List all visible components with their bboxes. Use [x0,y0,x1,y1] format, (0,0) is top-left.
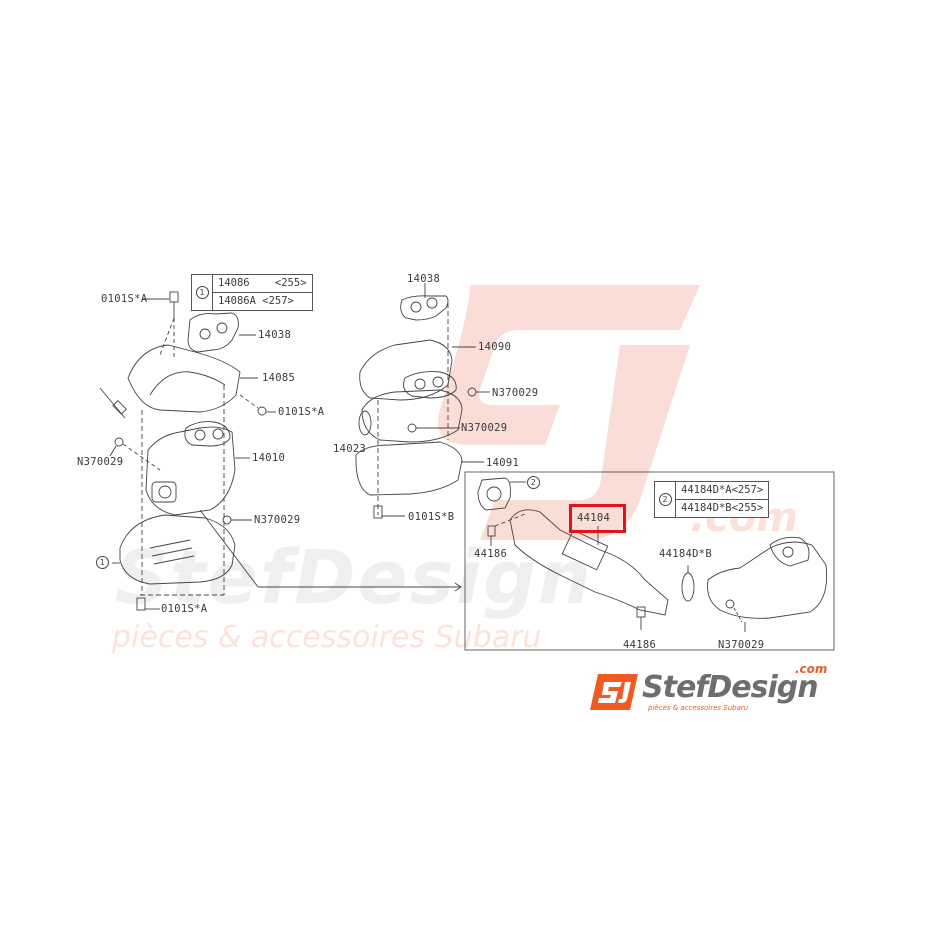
ref-circle-2: 2 [658,493,672,506]
logo-tagline: pièces & accessoires Subaru [648,704,749,712]
ref-table-1: 1 14086 <255> 14086A <257> [191,274,313,311]
ref-table-2: 2 44184D*A<257> 44184D*B<255> [654,481,770,518]
logo-domain: .com [795,662,828,676]
ref-row[interactable]: 44184D*B<255> [676,499,769,517]
label-nut-n370029-mid-lower[interactable]: N370029 [461,422,508,434]
label-gasket-14038-mid[interactable]: 14038 [407,273,441,285]
sj-badge-icon [590,674,638,710]
label-bolt-0101s-a-top[interactable]: 0101S*A [101,293,148,305]
label-ref-1-lower-shield[interactable]: 1 [96,556,109,569]
label-ref-2-gasket[interactable]: 2 [527,476,540,489]
label-heat-shield-14091[interactable]: 14091 [486,457,520,469]
ref-row[interactable]: 14086A <257> [213,292,312,310]
label-front-pipe-44104[interactable]: 44104 [577,512,611,524]
highlight-box-44104 [569,504,626,533]
ref-row[interactable]: 14086 <255> [218,277,307,289]
ref-circle-2: 2 [527,476,540,489]
ref-circle-1: 1 [195,286,209,299]
label-gasket-14038-left[interactable]: 14038 [258,329,292,341]
label-nut-n370029-mid-upper[interactable]: N370029 [492,387,539,399]
label-nut-n370029-left[interactable]: N370029 [77,456,124,468]
label-nut-n370029-lower[interactable]: N370029 [254,514,301,526]
label-stud-44186-bottom[interactable]: 44186 [623,639,657,651]
ref-row[interactable]: 44184D*A<257> [681,484,764,496]
label-bolt-0101s-a-right[interactable]: 0101S*A [278,406,325,418]
label-bolt-0101s-a-bottom[interactable]: 0101S*A [161,603,208,615]
label-manifold-14023[interactable]: 14023 [333,443,367,455]
label-manifold-14010[interactable]: 14010 [252,452,286,464]
logo-brand-name: StefDesign [642,670,819,705]
label-heat-shield-14090[interactable]: 14090 [478,341,512,353]
label-nut-n370029-inset[interactable]: N370029 [718,639,765,651]
label-bolt-0101s-b[interactable]: 0101S*B [408,511,455,523]
label-stud-44186-left[interactable]: 44186 [474,548,508,560]
label-gasket-44184d-b[interactable]: 44184D*B [659,548,712,560]
label-heat-shield-14085[interactable]: 14085 [262,372,296,384]
stefdesign-logo[interactable]: StefDesign .com pièces & accessoires Sub… [590,662,850,718]
ref-circle-1: 1 [96,556,109,569]
